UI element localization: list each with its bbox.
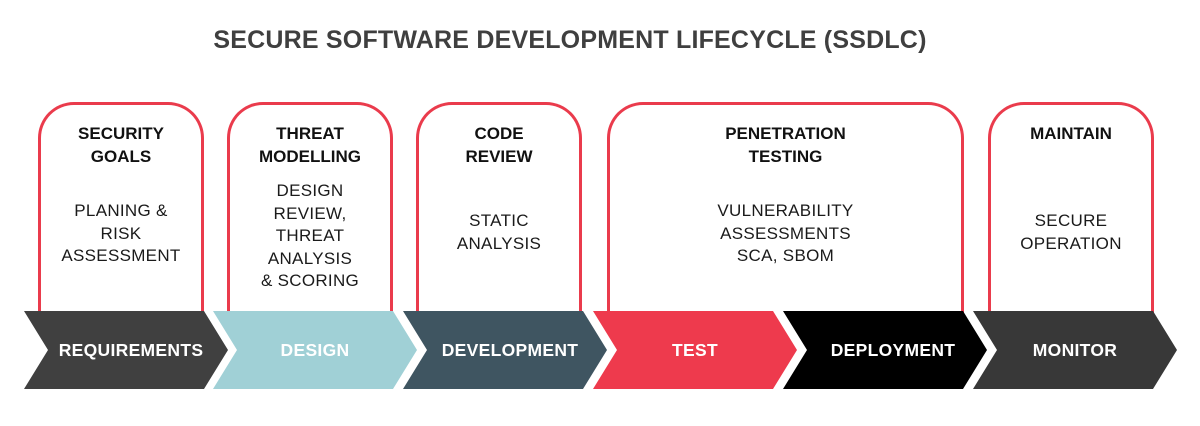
activity-heading: MAINTAIN xyxy=(1030,124,1112,143)
phase-chevron-bar xyxy=(24,311,1177,389)
diagram-title: SECURE SOFTWARE DEVELOPMENT LIFECYCLE (S… xyxy=(213,26,927,54)
phase-label-deployment: DEPLOYMENT xyxy=(830,340,956,360)
chevron-monitor xyxy=(973,311,1177,389)
phase-label-design: DESIGN xyxy=(280,340,350,360)
activity-box-penetration-testing: PENETRATION TESTING VULNERABILITY ASSESS… xyxy=(607,102,964,316)
activity-box-security-goals: SECURITY GOALS PLANING & RISK ASSESSMENT xyxy=(38,102,204,316)
phase-label-monitor: MONITOR xyxy=(1032,340,1118,360)
activity-heading: SECURITY GOALS xyxy=(78,124,164,166)
activity-detail: DESIGN REVIEW, THREAT ANALYSIS & SCORING xyxy=(260,181,360,290)
activity-detail: SECURE OPERATION xyxy=(1020,211,1122,253)
activity-box-code-review: CODE REVIEW STATIC ANALYSIS xyxy=(416,102,582,316)
chevron-test xyxy=(593,311,797,389)
chevron-requirements xyxy=(24,311,228,389)
activity-detail: VULNERABILITY ASSESSMENTS SCA, SBOM xyxy=(717,201,854,265)
activity-heading: PENETRATION TESTING xyxy=(725,124,846,166)
chevron-development xyxy=(403,311,607,389)
phase-label-requirements: REQUIREMENTS xyxy=(58,340,204,360)
chevron-deployment xyxy=(783,311,987,389)
activity-heading: CODE REVIEW xyxy=(465,124,533,166)
activity-box-threat-modelling: THREAT MODELLING DESIGN REVIEW, THREAT A… xyxy=(227,102,393,316)
activity-heading: THREAT MODELLING xyxy=(259,124,361,166)
chevron-design xyxy=(213,311,417,389)
activity-detail: PLANING & RISK ASSESSMENT xyxy=(61,201,181,265)
phase-label-development: DEVELOPMENT xyxy=(441,340,579,360)
activity-box-maintain: MAINTAIN SECURE OPERATION xyxy=(988,102,1154,316)
activity-detail: STATIC ANALYSIS xyxy=(456,211,542,253)
phase-label-test: TEST xyxy=(672,340,718,360)
